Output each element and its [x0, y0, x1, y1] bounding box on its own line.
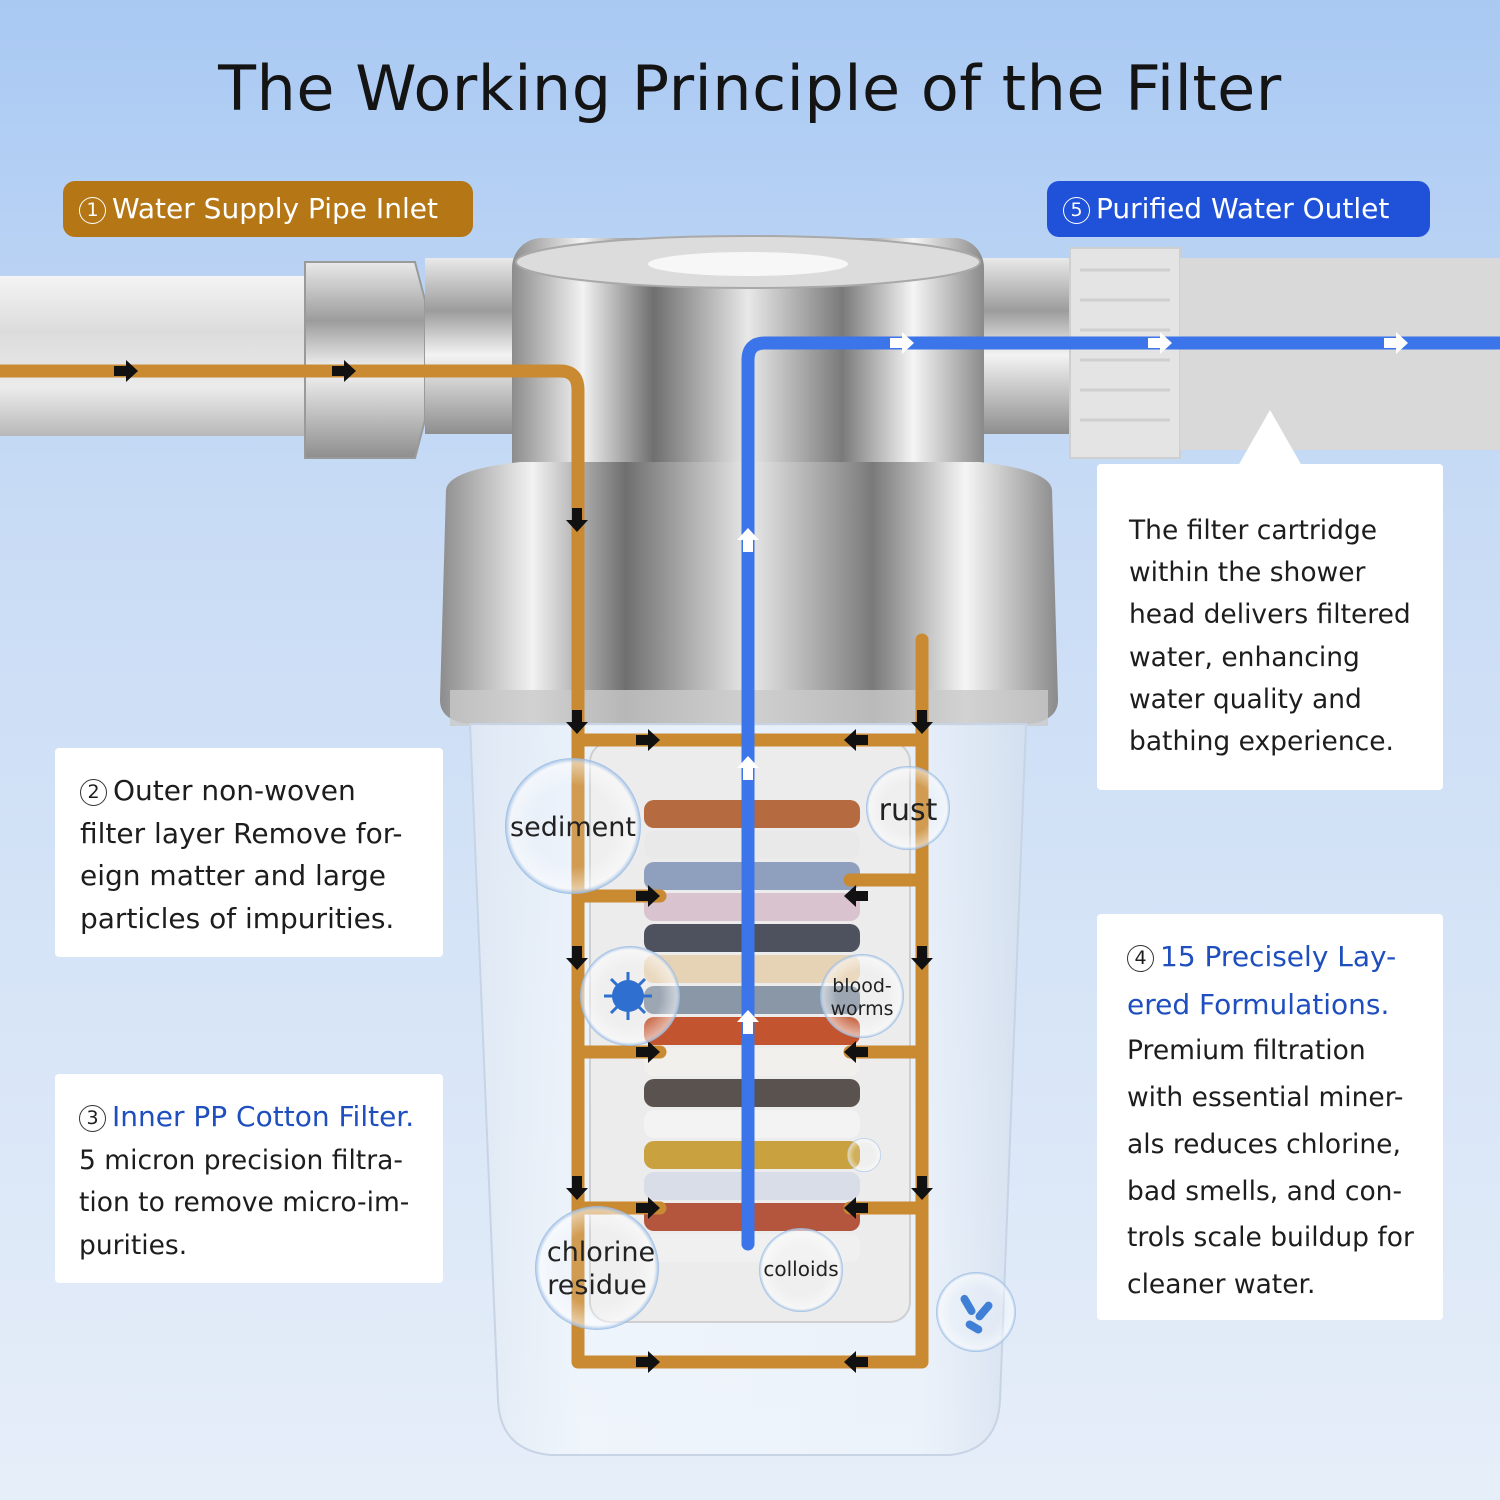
rust-label: rust — [879, 793, 938, 828]
flow-arrow-icon — [911, 1176, 933, 1200]
formulations-line: trols scale buildup for — [1127, 1222, 1414, 1254]
cartridge-line: The filter cartridge — [1129, 515, 1378, 546]
flow-arrow-icon — [636, 885, 660, 907]
cartridge-line: head delivers filtered — [1129, 599, 1411, 631]
cartridge-line: within the shower — [1129, 557, 1366, 589]
flow-arrow-icon — [1148, 332, 1172, 354]
inlet-pipe — [0, 258, 525, 459]
formulations-line: Premium filtration — [1127, 1035, 1366, 1067]
formulations-line: cleaner water. — [1127, 1268, 1316, 1300]
formulations-line: als reduces chlorine, — [1127, 1128, 1401, 1160]
flow-arrow-icon — [844, 729, 868, 751]
chlorine-bubble: chlorine residue — [535, 1206, 659, 1330]
step-number-5: 5 — [1063, 197, 1090, 224]
page-title: The Working Principle of the Filter — [218, 52, 1282, 125]
bacteria-icon — [604, 972, 652, 1020]
bloodworms-label-2: worms — [830, 998, 893, 1020]
chlorine-label-1: chlorine — [547, 1237, 655, 1268]
flow-arrow-icon — [1384, 332, 1408, 354]
inner-filter-line: purities. — [79, 1229, 188, 1261]
bacteria-bubble — [580, 946, 680, 1046]
bloodworms-label-1: blood- — [832, 975, 892, 997]
flow-arrow-icon — [911, 946, 933, 970]
cartridge-line: water, enhancing — [1129, 641, 1360, 673]
outer-layer-line: filter layer Remove for- — [80, 816, 403, 850]
flow-arrow-icon — [844, 1351, 868, 1373]
step-number-2: 2 — [80, 779, 107, 806]
outflow-path — [741, 336, 1500, 1251]
small-bubble — [847, 1138, 881, 1172]
flow-arrow-icon — [566, 946, 588, 970]
sediment-bubble: sediment — [505, 758, 641, 894]
flow-arrow-icon — [890, 332, 914, 354]
flow-arrow-icon — [737, 1010, 759, 1034]
flow-arrow-icon — [636, 729, 660, 751]
formulations-line: bad smells, and con- — [1127, 1175, 1403, 1207]
outlet-text: Purified Water Outlet — [1096, 192, 1390, 225]
flow-arrow-icon — [844, 1041, 868, 1063]
bloodworms-bubble: blood- worms — [820, 954, 904, 1038]
cartridge-card: The filter cartridge within the shower h… — [1097, 464, 1443, 790]
inlet-text: Water Supply Pipe Inlet — [112, 192, 438, 225]
inflow-arrows — [114, 360, 933, 1373]
inner-filter-line: 5 micron precision filtra- — [79, 1144, 403, 1176]
outlet-pipe — [970, 247, 1500, 459]
microorganism-icon — [960, 1294, 993, 1334]
cartridge-line: bathing experience. — [1129, 726, 1394, 758]
colloids-bubble: colloids — [759, 1228, 843, 1312]
flow-arrow-icon — [636, 1197, 660, 1219]
step-number-4: 4 — [1127, 945, 1154, 972]
outer-layer-line: Outer non-woven — [113, 774, 356, 807]
formulations-line: with essential miner- — [1127, 1082, 1404, 1114]
cartridge-line: water quality and — [1129, 683, 1362, 715]
flow-arrow-icon — [636, 1351, 660, 1373]
microorganism-bubble — [936, 1272, 1016, 1352]
chlorine-label-2: residue — [547, 1270, 647, 1301]
flow-arrow-icon — [332, 360, 356, 382]
step-number-1: 1 — [79, 197, 106, 224]
rust-bubble: rust — [866, 766, 950, 850]
formulations-heading: 15 Precisely Lay- — [1160, 940, 1397, 973]
inner-filter-line: tion to remove micro-im- — [79, 1187, 410, 1218]
flow-arrow-icon — [566, 710, 588, 734]
flow-arrow-icon — [566, 1176, 588, 1200]
outer-layer-line: eign matter and large — [80, 859, 386, 892]
callout-pointer — [1238, 410, 1302, 466]
flow-arrow-icon — [737, 528, 759, 552]
inner-filter-heading: Inner PP Cotton Filter. — [112, 1100, 415, 1133]
flow-arrow-icon — [737, 756, 759, 780]
flow-arrow-icon — [114, 360, 138, 382]
step-number-3: 3 — [79, 1105, 106, 1132]
flow-arrow-icon — [566, 508, 588, 532]
colloids-label: colloids — [763, 1257, 838, 1281]
sediment-label: sediment — [510, 812, 636, 843]
outflow-arrows — [737, 332, 1408, 1034]
outer-layer-line: particles of impurities. — [80, 901, 395, 935]
flow-arrow-icon — [636, 1041, 660, 1063]
flow-arrow-icon — [911, 710, 933, 734]
formulations-heading: ered Formulations. — [1127, 987, 1390, 1021]
flow-arrow-icon — [844, 885, 868, 907]
flow-arrow-icon — [844, 1197, 868, 1219]
